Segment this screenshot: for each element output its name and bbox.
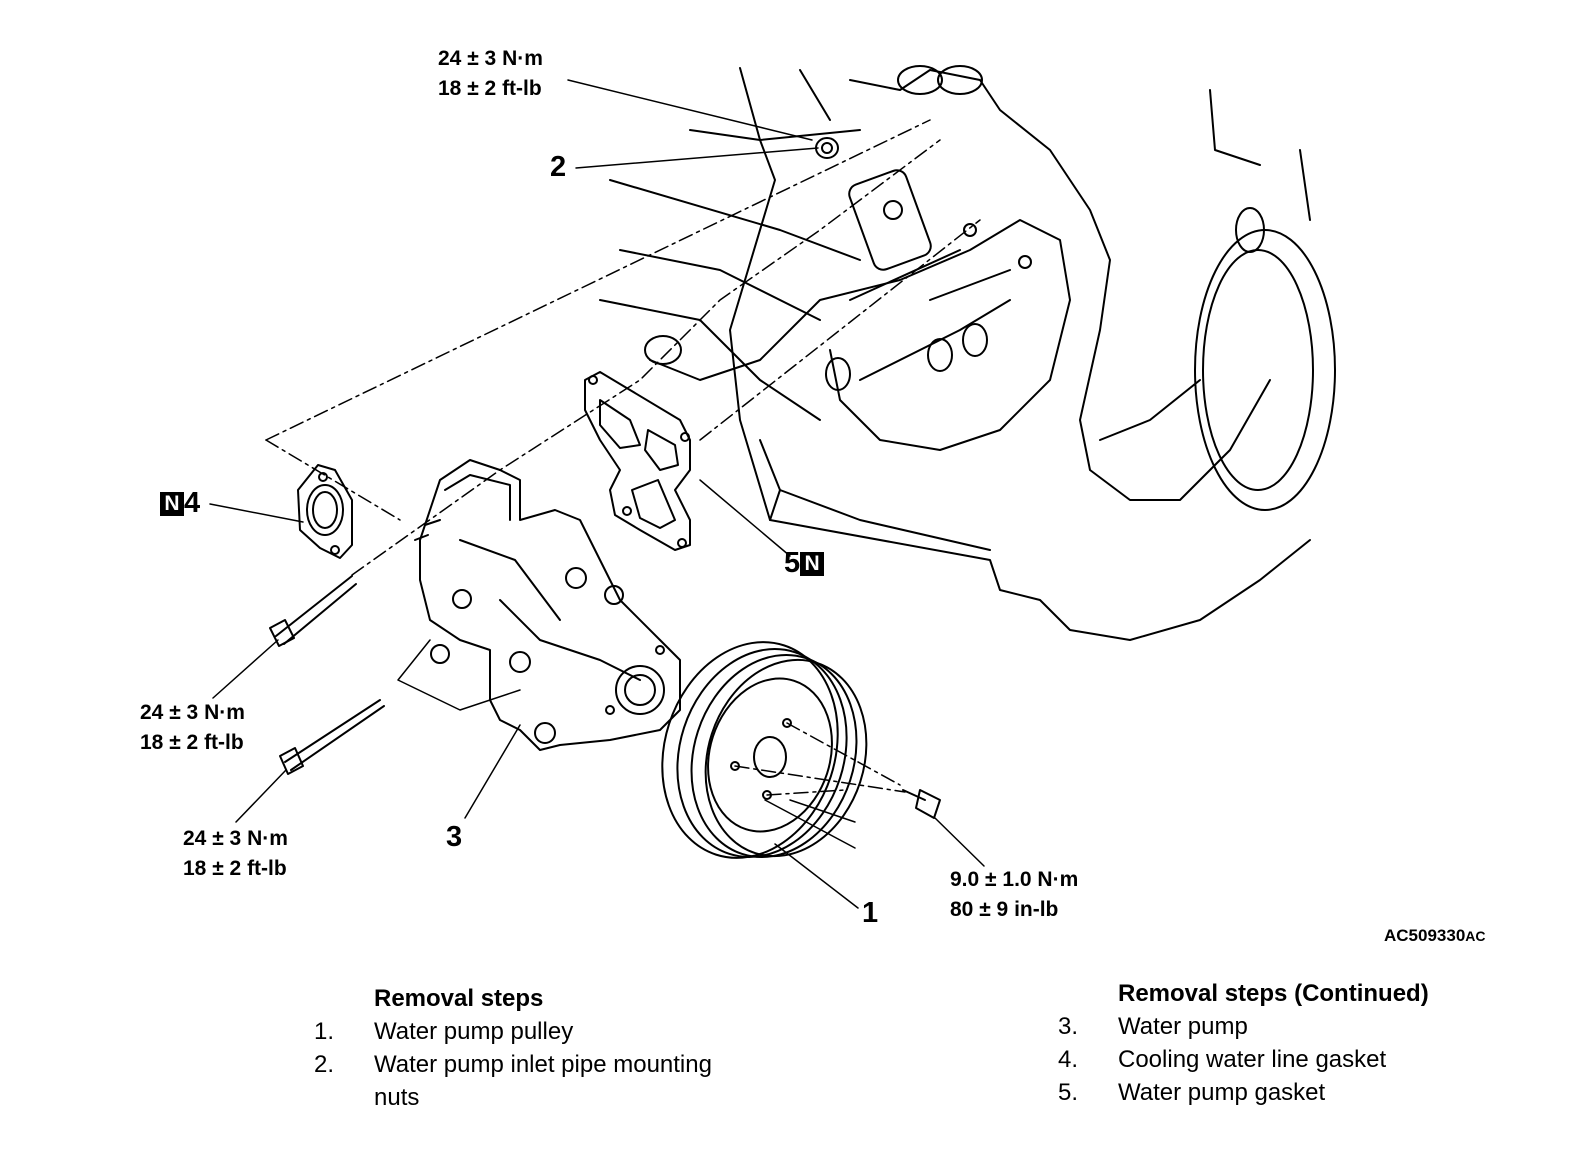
cooling-water-line-gasket-drawing (297, 464, 353, 559)
torque-nm-value: 24 ± 3 N·m (140, 701, 245, 724)
removal-steps-title: Removal steps (374, 985, 544, 1012)
removal-steps-continued: Removal steps (Continued) 3.Water pump 4… (1058, 977, 1538, 1109)
water-pump-drawing (414, 459, 681, 751)
removal-steps-continued-title: Removal steps (Continued) (1118, 980, 1429, 1007)
torque-inlb-value: 80 ± 9 in-lb (950, 898, 1059, 921)
water-pump-gasket-drawing (584, 371, 691, 551)
removal-step-continuation: nuts (374, 1084, 420, 1111)
removal-step: 3.Water pump (1058, 1013, 1248, 1040)
new-part-badge: N (800, 552, 825, 577)
engine-block-drawing (599, 65, 1336, 641)
callout-2: 2 (550, 151, 567, 183)
callout-1: 1 (862, 897, 879, 929)
mounting-bolts-drawing (269, 137, 941, 819)
removal-step: 4.Cooling water line gasket (1058, 1046, 1387, 1073)
removal-step: 1.Water pump pulley (314, 1018, 574, 1045)
leader-lines (209, 79, 985, 909)
callout-4-number: 4 (184, 487, 201, 519)
callout-5-number: 5 (784, 547, 801, 579)
torque-nm-value: 24 ± 3 N·m (438, 47, 543, 70)
torque-ftlb-value: 18 ± 2 ft-lb (183, 857, 287, 880)
new-part-badge: N (160, 492, 184, 517)
alignment-dashed-lines (265, 119, 981, 796)
removal-steps: Removal steps 1.Water pump pulley 2.Wate… (314, 982, 794, 1114)
figure-id-suffix: AC (1465, 928, 1486, 944)
torque-ftlb-value: 18 ± 2 ft-lb (438, 77, 542, 100)
torque-spec-upper-bolt: 24 ± 3 N·m 18 ± 2 ft-lb (140, 698, 245, 758)
torque-ftlb-value: 18 ± 2 ft-lb (140, 731, 244, 754)
torque-nm-value: 9.0 ± 1.0 N·m (950, 868, 1079, 891)
removal-step: 5.Water pump gasket (1058, 1079, 1326, 1106)
figure-id-main: AC509330 (1384, 926, 1466, 945)
torque-spec-pulley-bolts: 9.0 ± 1.0 N·m 80 ± 9 in-lb (950, 865, 1078, 925)
callout-3: 3 (446, 821, 463, 853)
torque-nm-value: 24 ± 3 N·m (183, 827, 288, 850)
torque-spec-lower-bolt: 24 ± 3 N·m 18 ± 2 ft-lb (183, 824, 288, 884)
water-pump-pulley-drawing (661, 641, 868, 859)
torque-spec-inlet-nuts: 24 ± 3 N·m 18 ± 2 ft-lb (438, 44, 543, 104)
removal-step: 2.Water pump inlet pipe mounting (314, 1051, 712, 1078)
figure-id: AC509330AC (1384, 926, 1486, 946)
